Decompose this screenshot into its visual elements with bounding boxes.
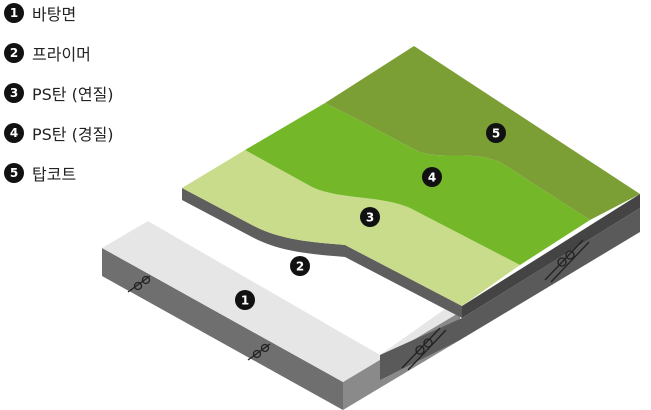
marker-2-text: 2: [296, 260, 304, 274]
rebar-crack-icon: [401, 327, 447, 371]
marker-5-text: 5: [492, 127, 500, 141]
legend-label-hard-ps: PS탄 (경질): [32, 125, 114, 144]
marker-1-text: 1: [241, 294, 249, 308]
base-slab-side-front: [102, 248, 343, 410]
slab-right-deep: [380, 208, 640, 380]
number-badge: 3: [4, 83, 24, 103]
legend-item-3: 3 PS탄 (연질): [4, 73, 114, 113]
marker-3: 3: [360, 207, 380, 227]
hard-ps-surface: [245, 103, 590, 265]
rebar-crack-icon: [544, 239, 590, 283]
legend-item-4: 4 PS탄 (경질): [4, 113, 114, 153]
legend: 1 바탕면 2 프라이머 3 PS탄 (연질) 4 PS탄 (경질) 5 탑코트: [4, 0, 114, 193]
coating-side-front: [182, 188, 462, 318]
rebar-crack-icon: [247, 343, 271, 361]
number-badge: 5: [4, 163, 24, 183]
legend-item-5: 5 탑코트: [4, 153, 114, 193]
legend-label-soft-ps: PS탄 (연질): [32, 85, 114, 104]
top-coat-surface: [325, 46, 640, 220]
marker-3-text: 3: [366, 211, 374, 225]
legend-item-2: 2 프라이머: [4, 33, 114, 73]
number-badge: 2: [4, 43, 24, 63]
rebar-crack-icon: [127, 275, 151, 293]
marker-2: 2: [290, 256, 310, 276]
number-badge: 1: [4, 3, 24, 23]
coating-side-right: [462, 194, 640, 318]
marker-1: 1: [235, 290, 255, 310]
legend-label-base: 바탕면: [32, 5, 77, 24]
marker-4-text: 4: [428, 171, 436, 185]
soft-ps-surface: [182, 150, 520, 306]
marker-4: 4: [422, 167, 442, 187]
number-badge: 4: [4, 123, 24, 143]
legend-label-top-coat: 탑코트: [32, 165, 77, 184]
legend-label-primer: 프라이머: [32, 45, 91, 64]
legend-item-1: 1 바탕면: [4, 0, 114, 33]
primer-surface: [146, 200, 500, 355]
marker-5: 5: [486, 123, 506, 143]
